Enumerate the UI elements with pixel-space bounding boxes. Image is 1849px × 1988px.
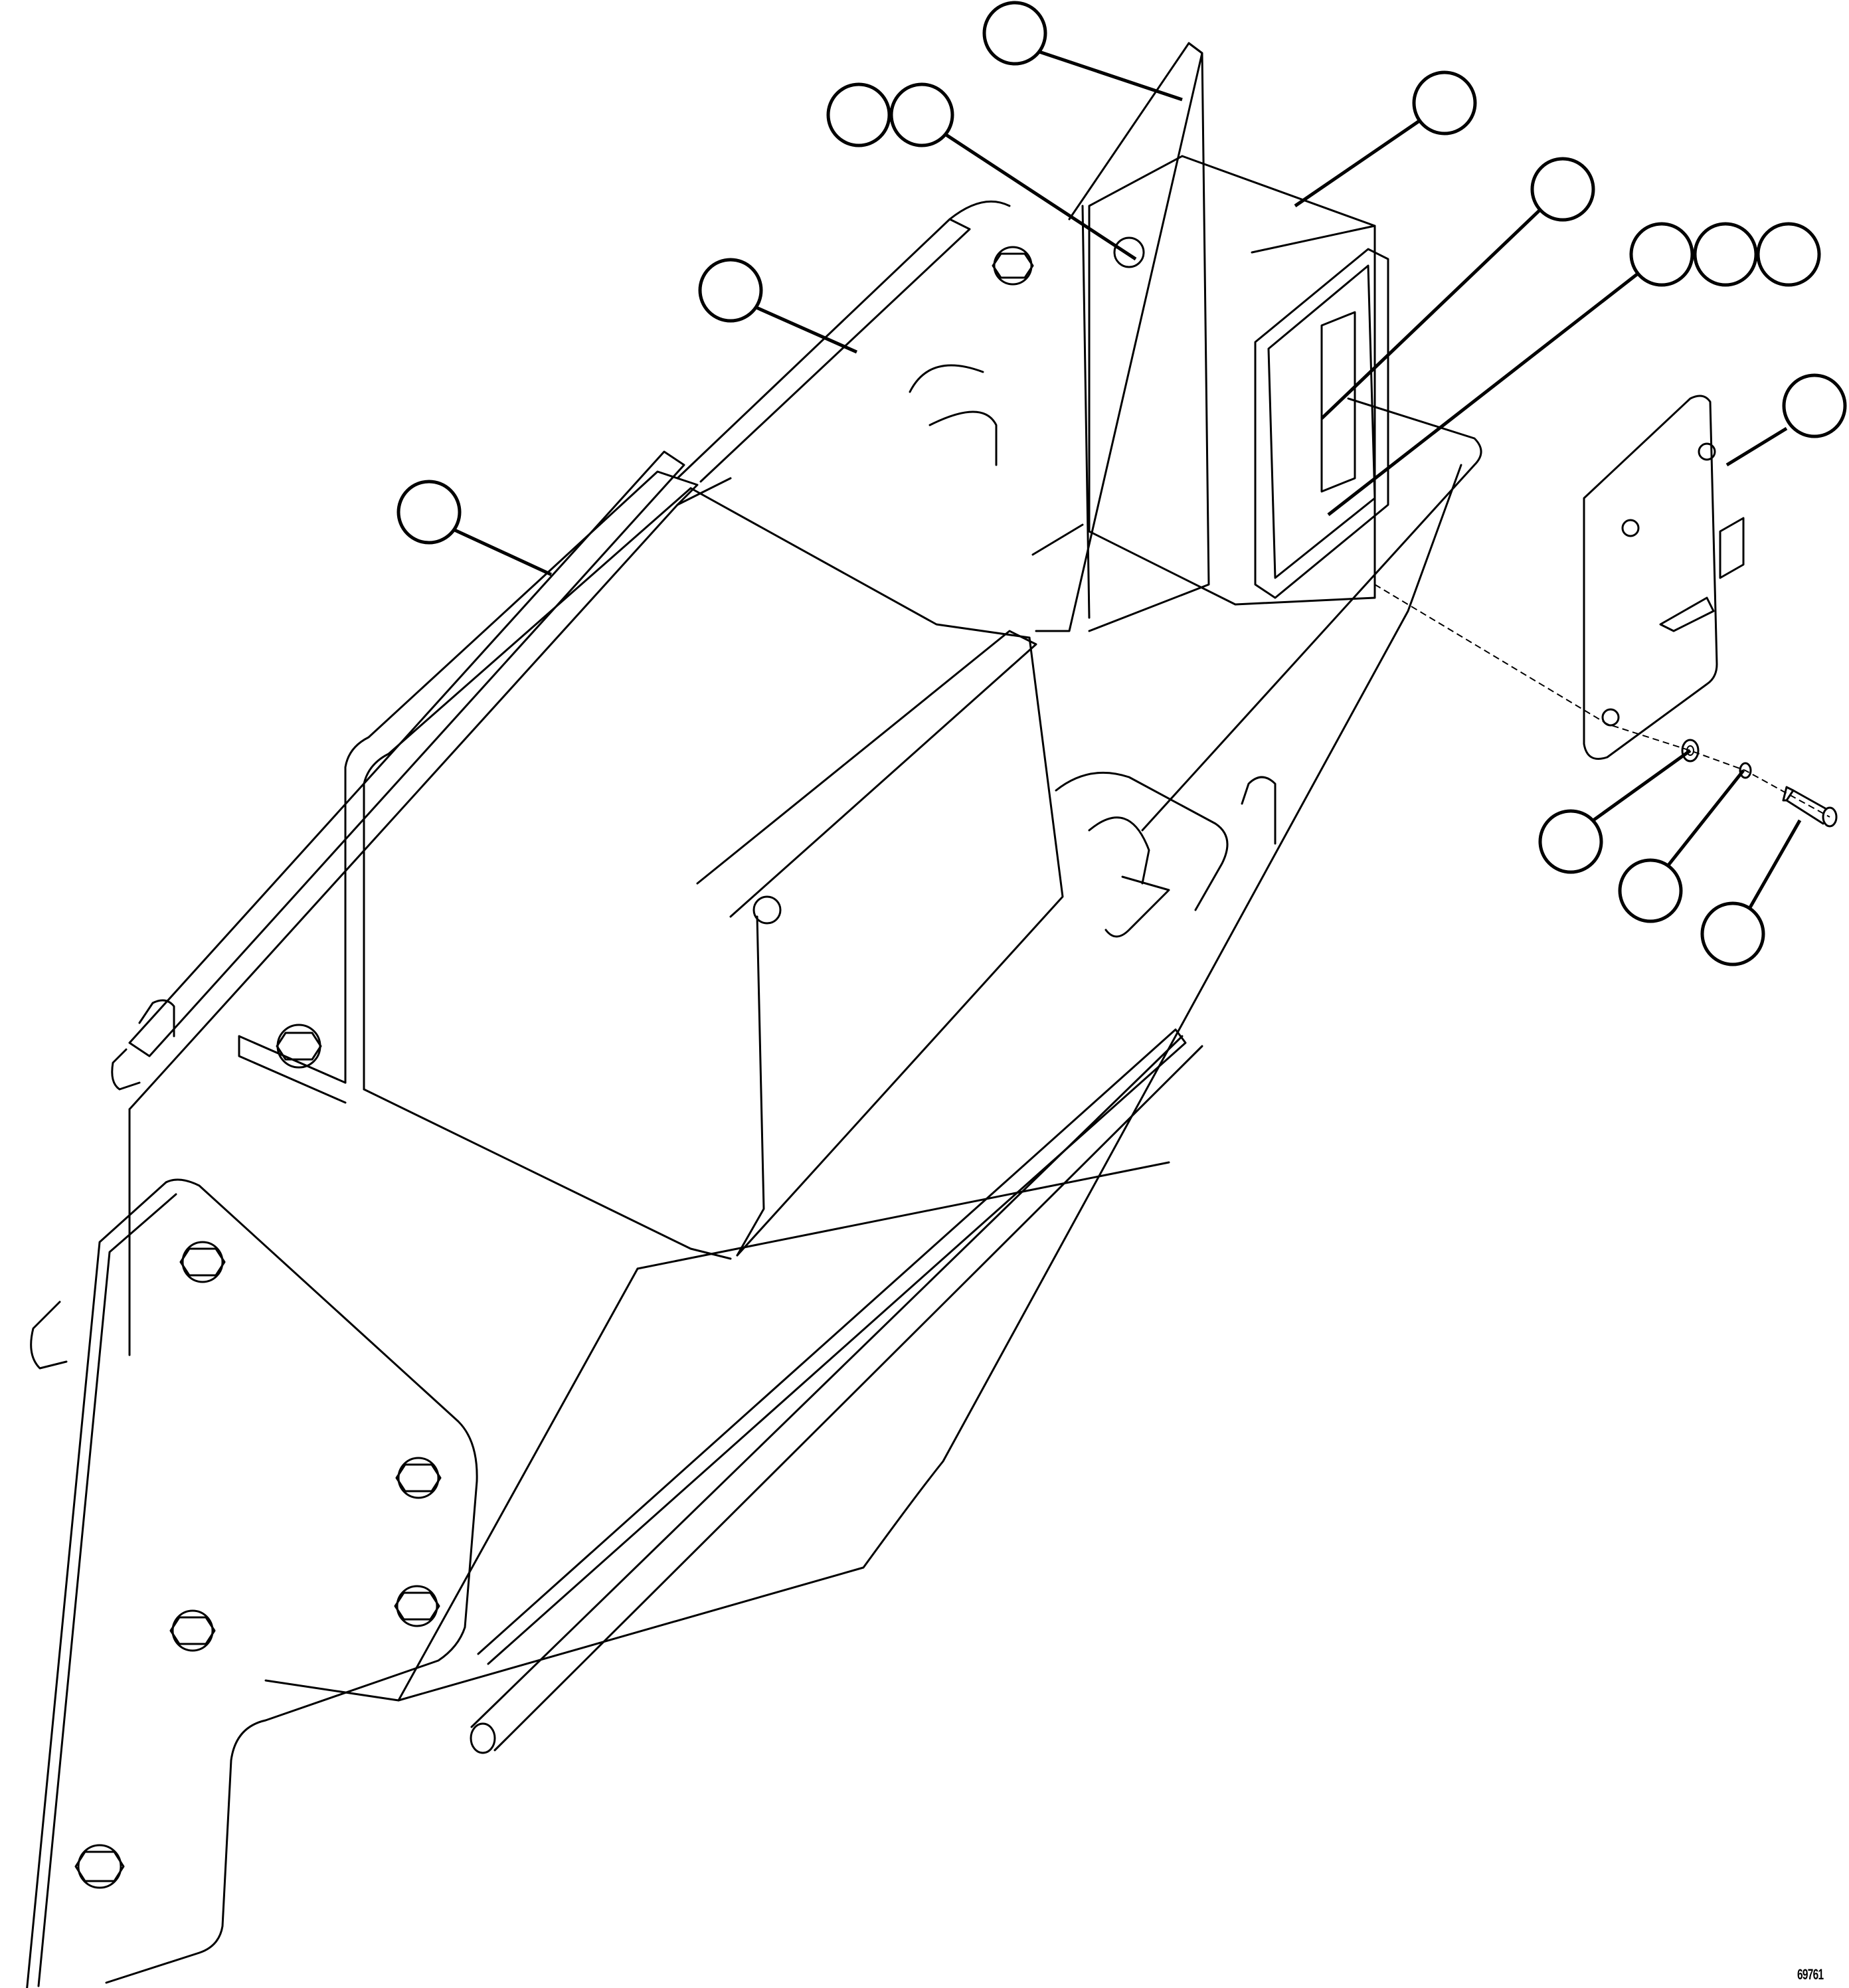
callout-bubble	[1530, 157, 1595, 222]
bolt-base-icon	[276, 1024, 322, 1069]
cover-hinge	[696, 630, 1037, 1257]
relay-box	[1088, 155, 1376, 606]
callout-bubble	[1618, 858, 1683, 923]
callout-bubble	[1756, 222, 1821, 287]
bolt-group	[74, 1024, 442, 1889]
hex-bolt-icon	[169, 1609, 216, 1652]
callout-bubble	[1700, 901, 1765, 966]
access-cover-plate	[1583, 395, 1745, 760]
callout-bubble	[1693, 222, 1758, 287]
callout-group	[396, 1, 1847, 966]
callout-bubble	[1629, 222, 1694, 287]
rear-tube	[676, 200, 1011, 483]
hex-bolt-icon	[74, 1844, 125, 1889]
side-plate	[26, 1178, 478, 1988]
callout-bubble	[1412, 70, 1477, 136]
large-cover	[238, 470, 1064, 1260]
flat-washer-icon	[1681, 739, 1700, 763]
callout-bubble	[1782, 373, 1847, 438]
callout-bubble	[698, 258, 763, 323]
frame-pin	[30, 999, 175, 1370]
upper-bolt	[992, 236, 1145, 286]
access-frame	[1254, 248, 1389, 599]
bottom-hinge-rod	[470, 1028, 1203, 1754]
drawing-id-label: 69761	[1797, 1966, 1824, 1983]
hex-bolt-icon	[394, 1585, 440, 1627]
hardware-stack	[1681, 739, 1838, 828]
callout-bubble	[826, 82, 891, 147]
explode-path-line	[1374, 584, 1830, 818]
leader-lines	[449, 45, 1802, 915]
hex-bolt-icon	[395, 1457, 442, 1499]
hex-bolt-icon	[179, 1241, 226, 1283]
main-housing	[128, 397, 1482, 1702]
clevis-bracket	[1055, 771, 1277, 938]
callout-bubble	[889, 82, 954, 147]
callout-bubble	[396, 480, 462, 545]
lock-washer-icon	[1739, 762, 1752, 779]
callout-bubble	[1538, 809, 1603, 874]
vertical-mount-plate	[1035, 42, 1210, 632]
callout-bubble	[982, 1, 1047, 66]
